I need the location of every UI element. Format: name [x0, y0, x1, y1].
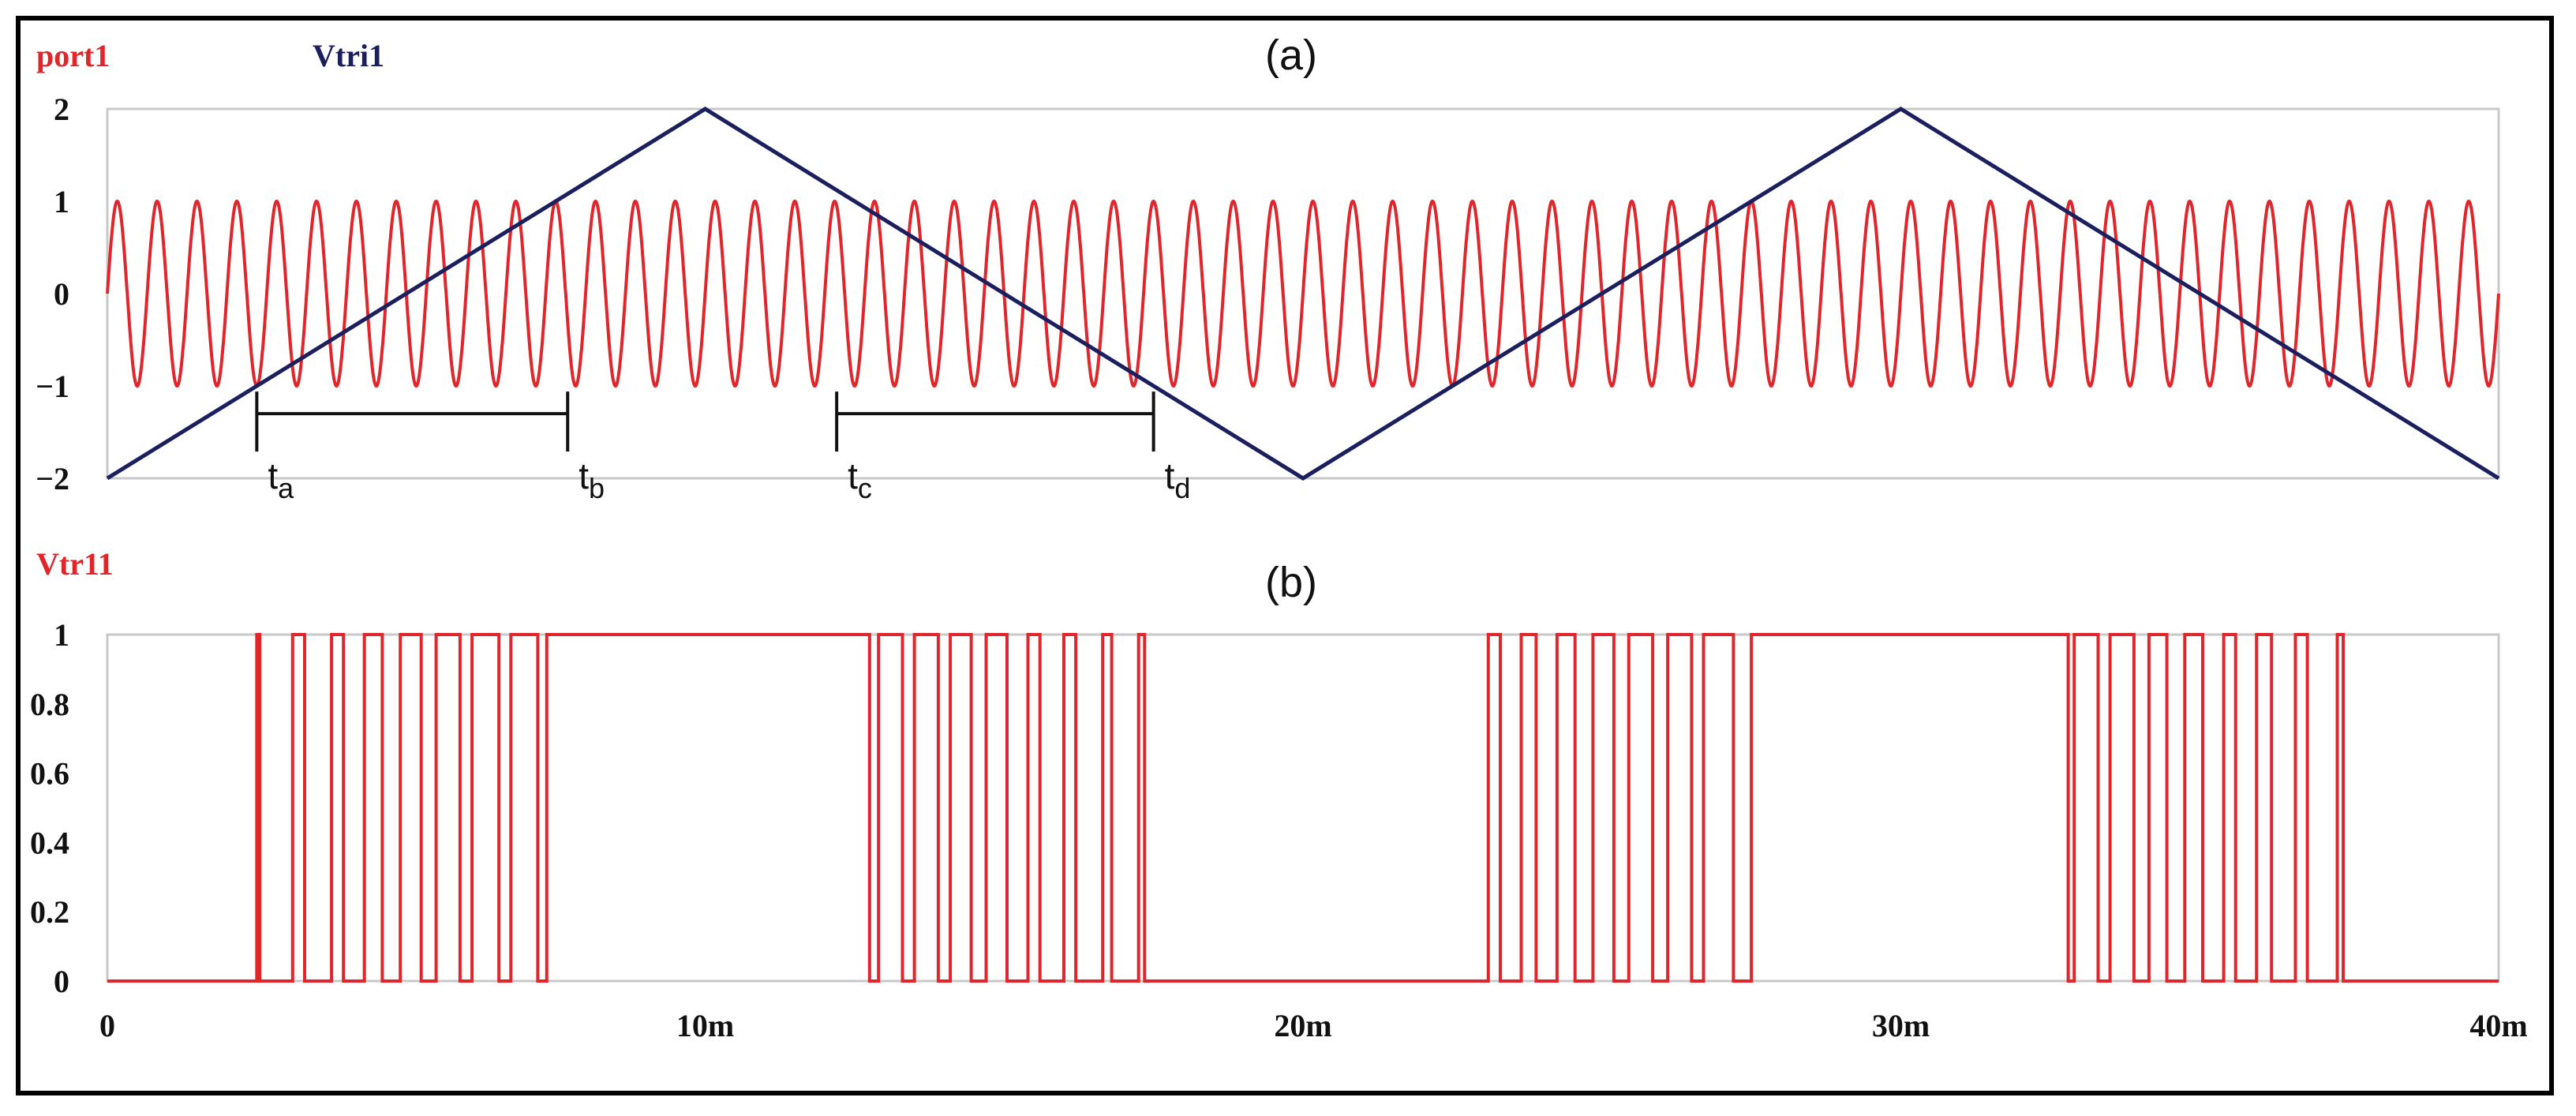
x-tick-label: 40m [2469, 1008, 2527, 1043]
panel-b-y-tick-label: 0.4 [30, 825, 69, 860]
time-markers: ta tb tc td [255, 391, 1191, 504]
plot-b-frame [106, 633, 2500, 983]
panel-a-y-tick-label: 2 [54, 92, 69, 127]
x-tick-label: 20m [1274, 1008, 1331, 1043]
panel-b-y-tick-label: 0.6 [30, 756, 69, 792]
panel-a: 2 1 0 −1 −2 ta tb tc td port1 Vtri1 (a) [36, 32, 2500, 504]
series-port1-line [106, 199, 2500, 388]
panel-a-y-tick-label: 0 [54, 276, 69, 312]
legend-vtr11: Vtr11 [36, 546, 114, 582]
legend-port1: port1 [36, 38, 110, 73]
panel-a-y-ticks: 2 1 0 −1 −2 [36, 92, 69, 496]
panel-b: 1 0.8 0.6 0.4 0.2 0 0 10m 20m 30m 40m Vtr11 (b) [30, 546, 2528, 1043]
panel-b-y-tick-label: 0 [54, 964, 69, 999]
series-vtr11-line [107, 633, 2499, 983]
panel-label-b: (b) [1265, 559, 1317, 606]
panel-b-y-tick-label: 0.8 [30, 687, 69, 722]
panel-a-y-tick-label: −2 [36, 461, 69, 496]
x-tick-label: 30m [1872, 1008, 1930, 1043]
time-marker-label-d: td [1165, 455, 1191, 504]
time-marker-label-c: tc [848, 455, 872, 504]
panel-b-y-ticks: 1 0.8 0.6 0.4 0.2 0 [30, 617, 69, 999]
chart-canvas: 2 1 0 −1 −2 ta tb tc td port1 Vtri1 (a) 1 0.8 0.6… [30, 32, 2528, 1043]
x-axis-ticks: 0 10m 20m 30m 40m [99, 1008, 2528, 1043]
panel-b-y-tick-label: 0.2 [30, 894, 69, 930]
figure-frame: 2 1 0 −1 −2 ta tb tc td port1 Vtri1 (a) 1 0.8 0.6… [16, 16, 2554, 1095]
x-tick-label: 10m [676, 1008, 734, 1043]
x-tick-label: 0 [99, 1008, 115, 1043]
legend-vtri1: Vtri1 [313, 38, 384, 73]
series-vtri1-line [106, 107, 2500, 481]
panel-a-y-tick-label: −1 [36, 369, 69, 404]
time-marker-label-b: tb [578, 455, 605, 504]
time-marker-label-a: ta [268, 455, 294, 504]
panel-a-y-tick-label: 1 [54, 184, 69, 219]
panel-label-a: (a) [1265, 32, 1317, 79]
panel-b-y-tick-label: 1 [54, 617, 69, 653]
